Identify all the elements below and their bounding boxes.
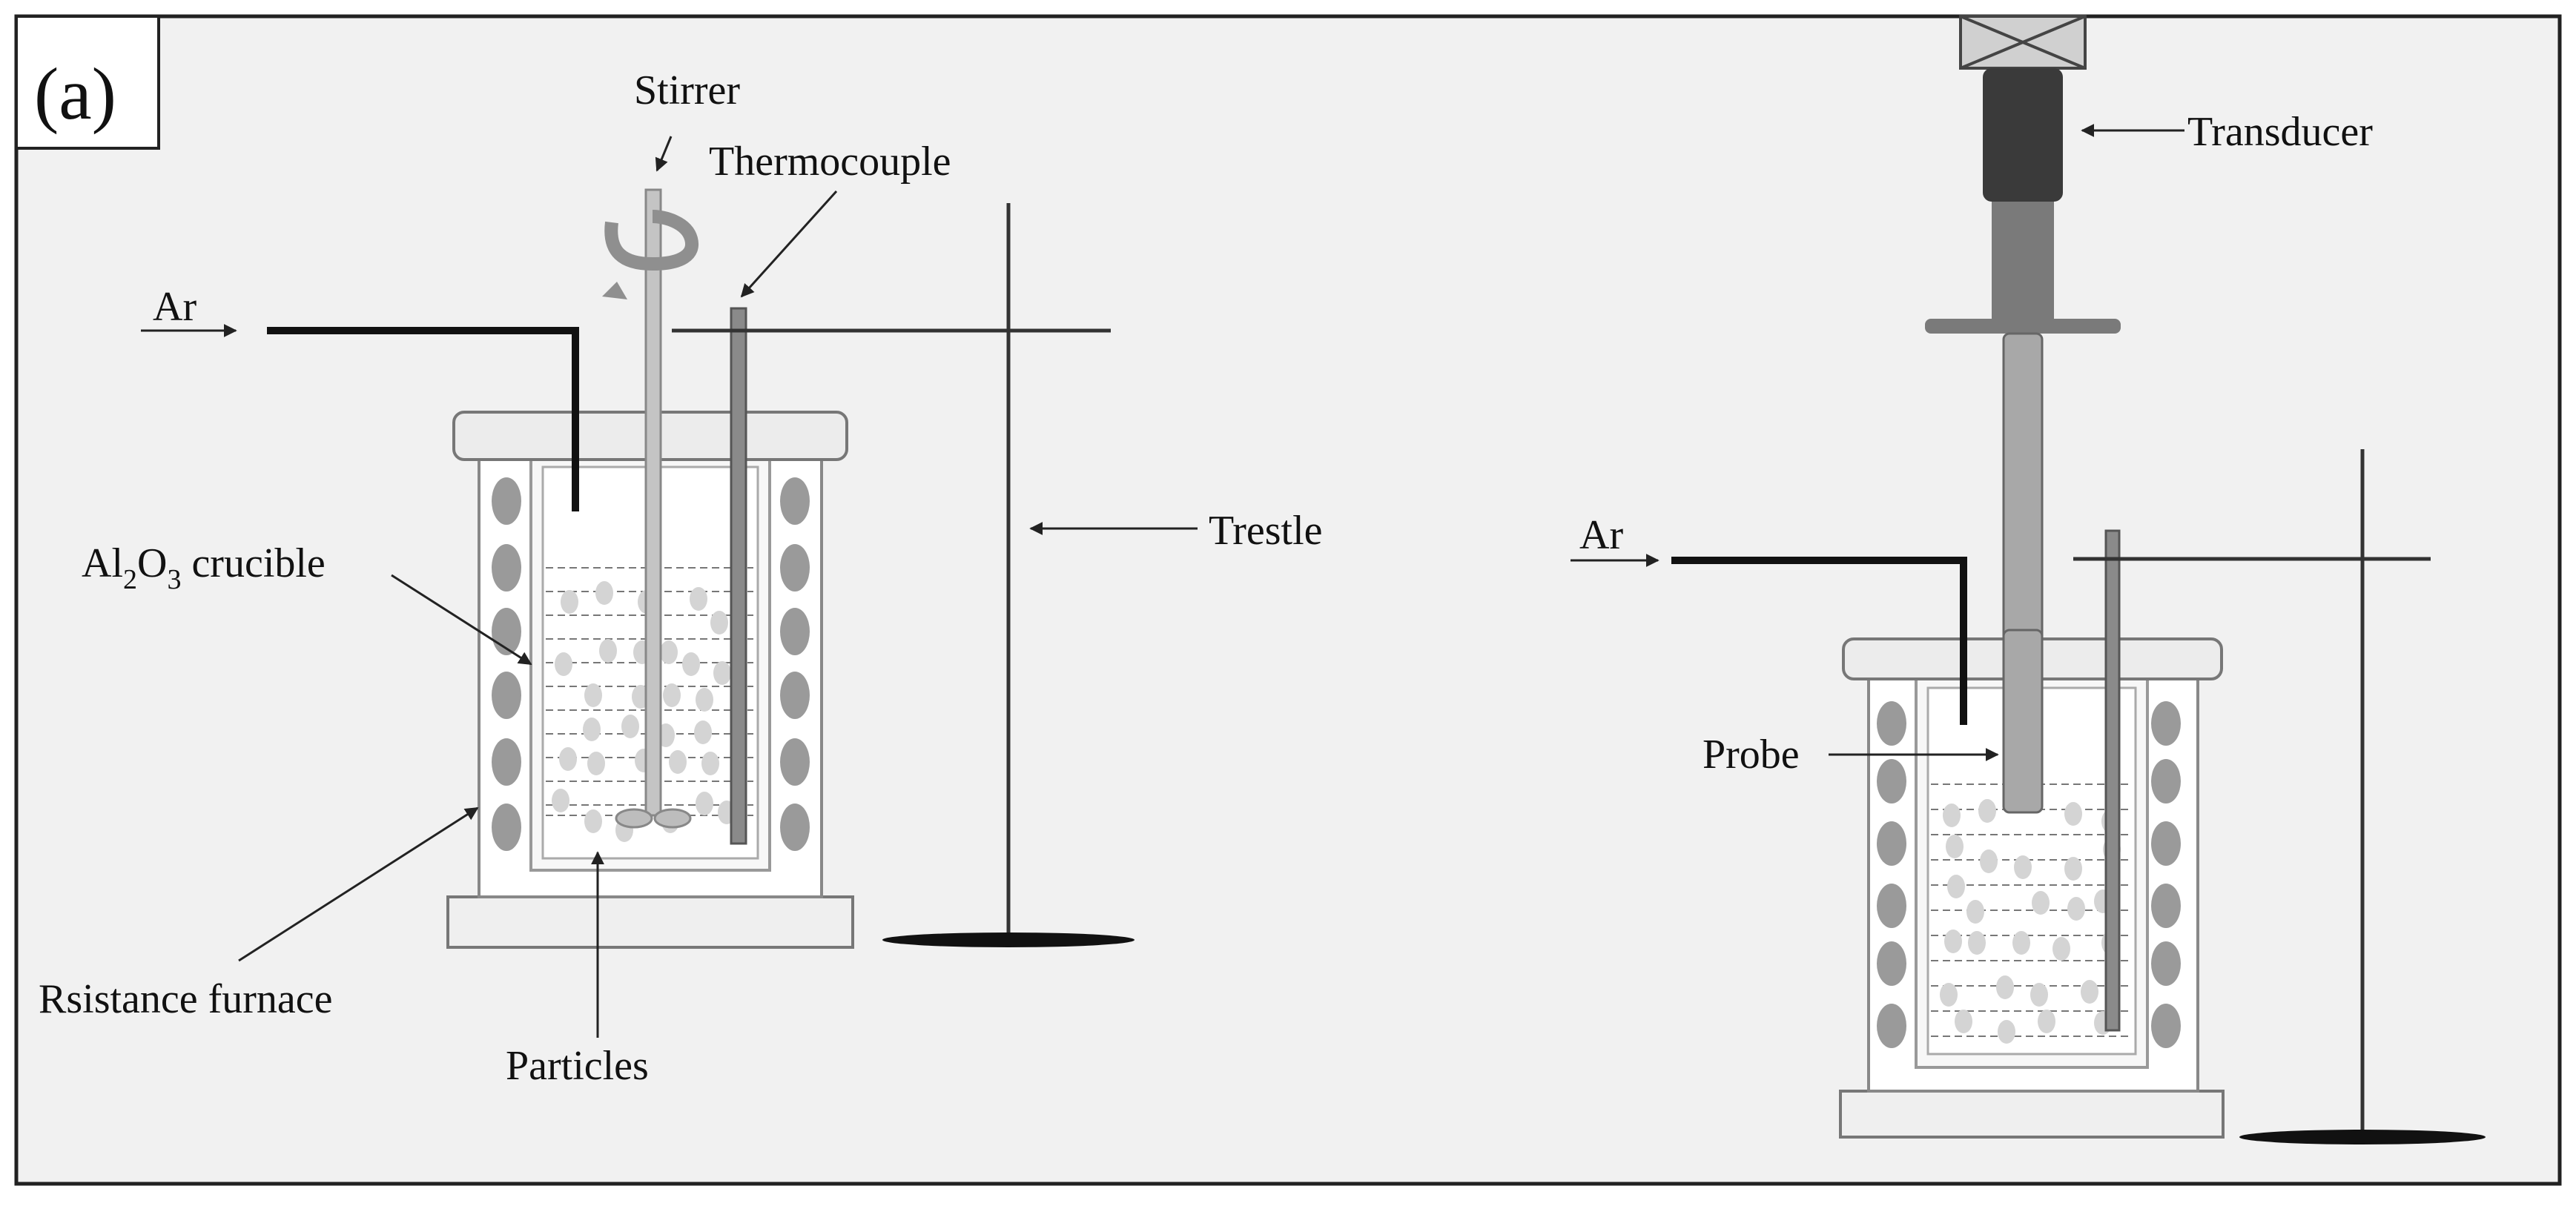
furnace-label: Rsistance furnace bbox=[39, 976, 332, 1022]
trestle-label: Trestle bbox=[1209, 508, 1323, 554]
particles-left bbox=[552, 581, 736, 842]
stirrer-rod bbox=[644, 188, 662, 817]
heating-elements-right bbox=[1877, 701, 2181, 1048]
transducer-cap-cross-2 bbox=[1960, 15, 2086, 70]
ar-gas-pipe-left bbox=[267, 327, 579, 511]
transducer-label: Transducer bbox=[2187, 109, 2373, 155]
ar-gas-pipe-right bbox=[1671, 557, 1967, 725]
transducer-horn bbox=[1992, 202, 2054, 320]
stirrer-label: Stirrer bbox=[634, 67, 740, 113]
crucible-arrow bbox=[391, 574, 532, 666]
furnace-base-right bbox=[1839, 1090, 2225, 1139]
furnace-base-left bbox=[446, 895, 854, 949]
thermocouple-arrow bbox=[740, 190, 838, 298]
furnace-arrow bbox=[238, 806, 479, 962]
particles-label: Particles bbox=[506, 1043, 649, 1089]
transducer-body bbox=[1983, 68, 2063, 202]
panel-label: (a) bbox=[34, 53, 116, 135]
left-apparatus: Stirrer Thermocouple Ar Trestle Al2O3 cr… bbox=[39, 67, 1323, 1089]
transducer-flange bbox=[1925, 319, 2121, 334]
ar-label-left: Ar bbox=[153, 284, 196, 330]
probe-rod-front bbox=[2002, 629, 2044, 814]
thermocouple-label: Thermocouple bbox=[709, 139, 951, 185]
rotation-icon bbox=[602, 210, 699, 299]
stirrer-impeller bbox=[615, 808, 692, 829]
thermocouple-rod-right bbox=[2104, 529, 2121, 1032]
right-apparatus: Transducer Ar Probe bbox=[1571, 15, 2486, 1144]
ar-label-right: Ar bbox=[1579, 512, 1623, 558]
melt-lines-right bbox=[1931, 783, 2133, 1037]
thermocouple-rod-left bbox=[730, 307, 747, 845]
crucible-label: Al2O3 crucible bbox=[82, 540, 326, 595]
trestle-base-left bbox=[882, 932, 1135, 947]
probe-label: Probe bbox=[1703, 732, 1800, 778]
trestle-base-right bbox=[2239, 1130, 2486, 1144]
panel-label-box bbox=[15, 15, 160, 150]
stirrer-arrow bbox=[655, 136, 673, 172]
